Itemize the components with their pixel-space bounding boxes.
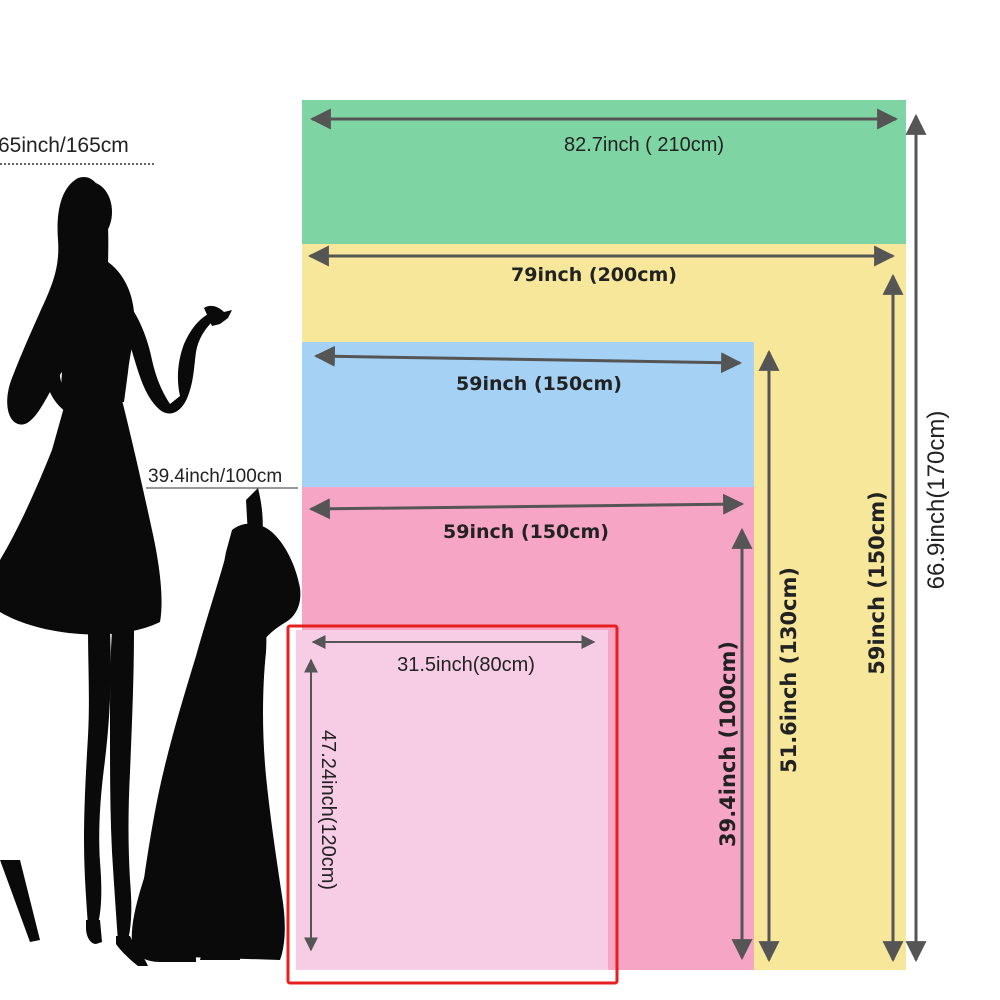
blue-size-block [302,342,754,490]
woman-height-label: 65inch/165cm [0,134,129,157]
green-width-label: 82.7inch ( 210cm) [564,134,724,156]
blue-width-label: 59inch (150cm) [456,373,622,395]
light-pink-size-block [296,630,608,970]
yellow-width-label: 79inch (200cm) [511,264,677,286]
blue-width-arrow [313,345,743,374]
light-pink-width-label: 31.5inch(80cm) [397,654,535,676]
pink-height-label: 39.4inch (100cm) [716,641,740,847]
light-pink-height-label: 47.24inch(120cm) [317,730,339,890]
dog-height-label: 39.4inch/100cm [148,466,282,487]
green-height-label: 66.9inch(170cm) [923,411,950,590]
pink-width-label: 59inch (150cm) [443,521,609,543]
dog-silhouette [131,488,301,962]
pink-width-arrow [308,493,745,520]
blue-height-label: 51.6inch (130cm) [777,567,801,773]
yellow-height-label: 59inch (150cm) [865,491,889,674]
woman-silhouette [0,176,232,966]
green-size-block [302,100,906,248]
highlight-frame [286,624,619,985]
